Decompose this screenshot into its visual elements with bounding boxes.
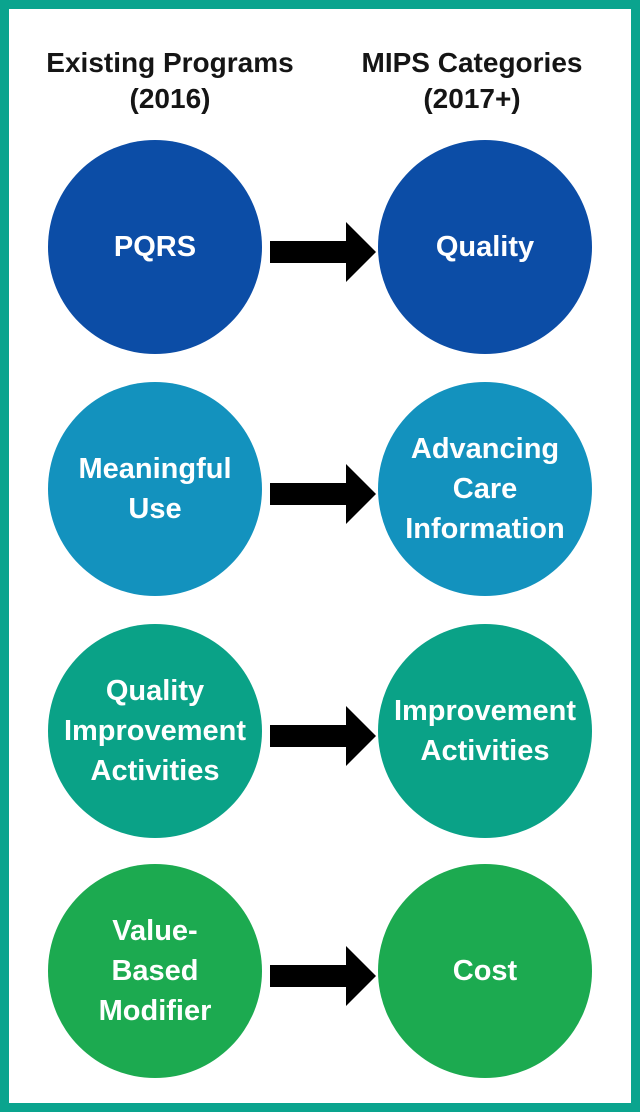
circle-cost: Cost xyxy=(378,864,592,1078)
arrow-head xyxy=(346,706,376,766)
arrow-head xyxy=(346,464,376,524)
circle-pqrs: PQRS xyxy=(48,140,262,354)
circle-label-cost: Cost xyxy=(452,954,518,987)
circle-label-quality-improvement-activities: Quality Improvement Activities xyxy=(63,674,247,787)
circle-label-quality: Quality xyxy=(435,230,535,263)
arrow-right-icon xyxy=(270,222,376,282)
column-header-existing-programs: Existing Programs (2016) xyxy=(46,47,294,114)
circle-label-pqrs: PQRS xyxy=(113,230,197,263)
circle-quality-improvement-activities: Quality Improvement Activities xyxy=(48,624,262,838)
column-header-mips-categories: MIPS Categories (2017+) xyxy=(361,47,583,114)
circle-label-meaningful-use: Meaningful Use xyxy=(78,452,232,525)
arrow-right-icon xyxy=(270,946,376,1006)
circle-label-advancing-care-information: Advancing Care Information xyxy=(405,432,565,545)
arrow-right-icon xyxy=(270,464,376,524)
circle-quality: Quality xyxy=(378,140,592,354)
circle-label-value-based-modifier: Value- Based Modifier xyxy=(98,914,212,1027)
arrow-right-icon xyxy=(270,706,376,766)
arrow-shaft xyxy=(270,965,346,987)
circle-improvement-activities: Improvement Activities xyxy=(378,624,592,838)
arrow-head xyxy=(346,222,376,282)
arrow-shaft xyxy=(270,483,346,505)
circle-label-improvement-activities: Improvement Activities xyxy=(393,694,577,767)
arrow-head xyxy=(346,946,376,1006)
circle-meaningful-use: Meaningful Use xyxy=(48,382,262,596)
arrow-shaft xyxy=(270,241,346,263)
circle-value-based-modifier: Value- Based Modifier xyxy=(48,864,262,1078)
arrow-shaft xyxy=(270,725,346,747)
circle-advancing-care-information: Advancing Care Information xyxy=(378,382,592,596)
